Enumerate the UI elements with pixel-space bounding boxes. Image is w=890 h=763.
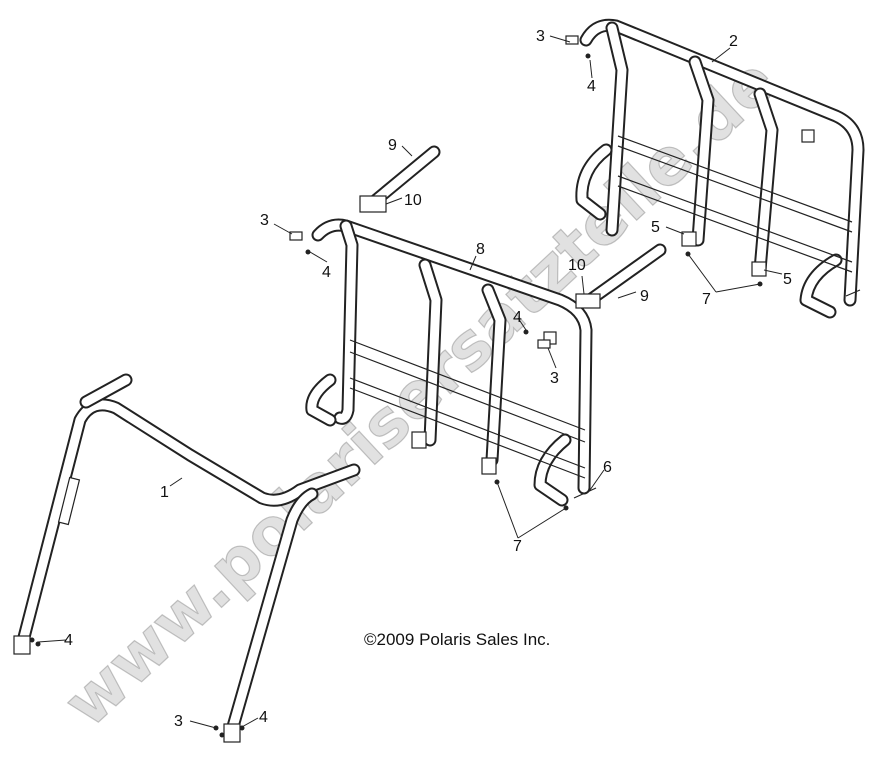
callout-5: 5 (651, 219, 660, 236)
callouts: 1 2 3 4 8 3 4 4 3 4 3 4 5 5 7 7 6 9 10 9… (64, 28, 792, 730)
middle-frame (305, 218, 597, 511)
callout-4: 4 (513, 309, 522, 326)
callout-7: 7 (702, 291, 711, 308)
leader-lines (37, 35, 783, 729)
brace-upper (359, 145, 441, 213)
callout-1: 1 (160, 484, 169, 501)
callout-4: 4 (587, 78, 596, 95)
callout-3: 3 (174, 713, 183, 730)
callout-5: 5 (783, 271, 792, 288)
callout-9: 9 (388, 137, 397, 154)
rear-frame (575, 18, 865, 319)
callout-3: 3 (260, 212, 269, 229)
brace-lower (575, 243, 667, 309)
callout-10: 10 (568, 257, 586, 274)
callout-3: 3 (536, 28, 545, 45)
callout-8: 8 (476, 241, 485, 258)
hardware-clamps (289, 35, 591, 349)
callout-4: 4 (259, 709, 268, 726)
callout-7: 7 (513, 538, 522, 555)
callout-9: 9 (640, 288, 649, 305)
callout-2: 2 (729, 33, 738, 50)
callout-4: 4 (322, 264, 331, 281)
callout-3: 3 (550, 370, 559, 387)
callout-10: 10 (404, 192, 422, 209)
front-frame (13, 373, 361, 743)
front-frame-tube (15, 373, 361, 737)
callout-4: 4 (64, 632, 73, 649)
front-frame-feet (13, 635, 245, 743)
callout-6: 6 (603, 459, 612, 476)
copyright-notice: ©2009 Polaris Sales Inc. (364, 630, 550, 649)
